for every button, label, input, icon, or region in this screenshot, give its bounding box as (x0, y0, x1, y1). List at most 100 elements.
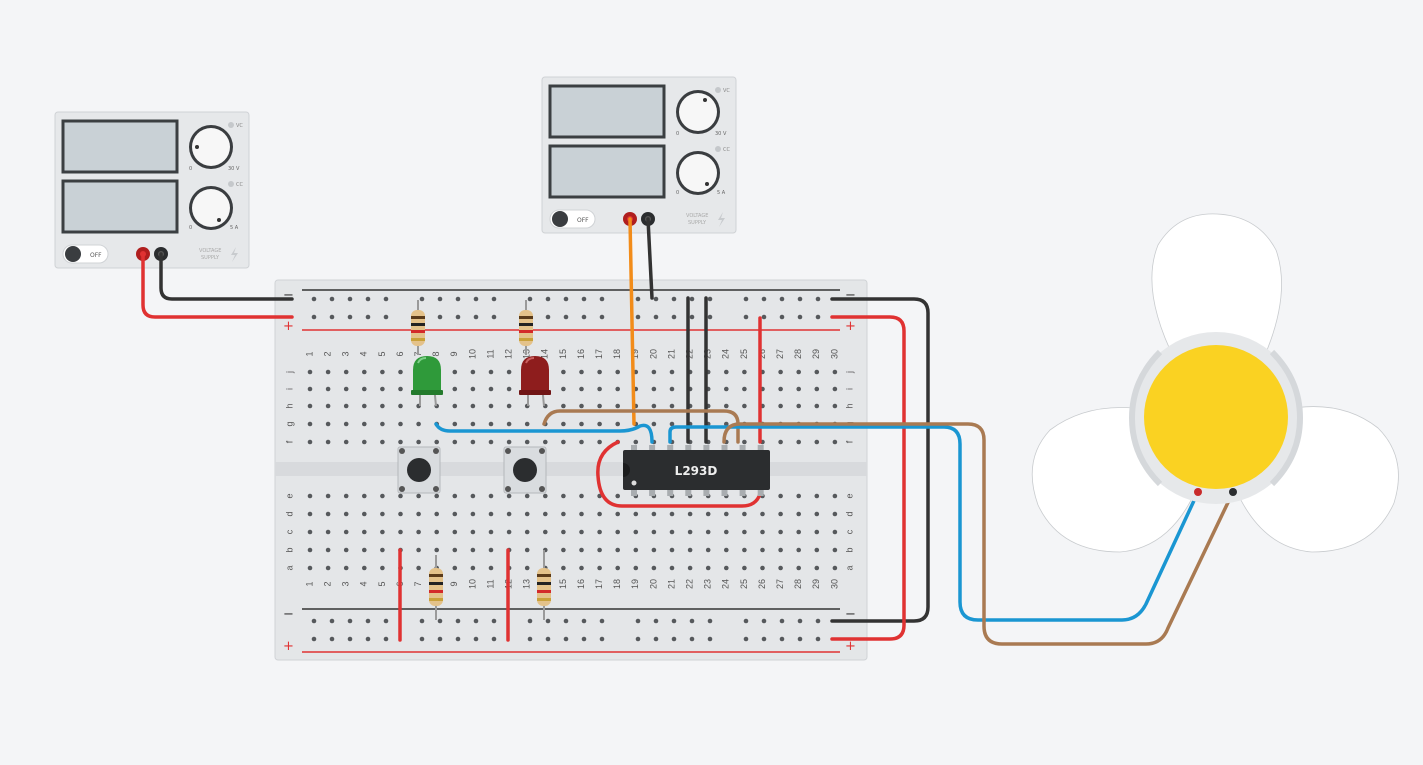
breadboard-hole[interactable] (488, 403, 494, 409)
breadboard-hole[interactable] (325, 547, 331, 553)
breadboard-hole[interactable] (419, 296, 425, 302)
breadboard-hole[interactable] (488, 529, 494, 535)
breadboard-hole[interactable] (814, 386, 820, 392)
breadboard-hole[interactable] (416, 439, 421, 445)
breadboard-hole[interactable] (778, 439, 783, 445)
breadboard-hole[interactable] (796, 439, 801, 445)
breadboard-hole[interactable] (832, 565, 838, 571)
breadboard-hole[interactable] (488, 547, 494, 553)
breadboard-hole[interactable] (761, 296, 767, 302)
wire-left-supply-positive[interactable] (141, 252, 294, 319)
breadboard-hole[interactable] (742, 529, 747, 535)
breadboard-hole[interactable] (398, 493, 403, 499)
breadboard-hole[interactable] (545, 636, 551, 642)
breadboard-hole[interactable] (343, 493, 349, 499)
breadboard-hole[interactable] (581, 618, 587, 624)
power-supply-right[interactable]: VC CC 0 30 V 0 5 A OFF VOLTAGE SUPPLY (541, 76, 737, 234)
breadboard-hole[interactable] (779, 618, 785, 624)
breadboard-hole[interactable] (437, 296, 443, 302)
wire-right-supply-negative[interactable] (646, 217, 654, 300)
breadboard-hole[interactable] (524, 511, 530, 517)
breadboard-hole[interactable] (581, 314, 587, 320)
breadboard-hole[interactable] (724, 565, 729, 571)
breadboard-hole[interactable] (760, 565, 765, 571)
breadboard-hole[interactable] (452, 403, 458, 409)
breadboard-hole[interactable] (452, 439, 458, 445)
breadboard-hole[interactable] (707, 618, 713, 624)
breadboard-hole[interactable] (814, 403, 820, 409)
wires[interactable] (141, 217, 1235, 646)
breadboard-hole[interactable] (687, 565, 693, 571)
breadboard-hole[interactable] (561, 511, 566, 517)
breadboard-hole[interactable] (832, 439, 838, 445)
breadboard-hole[interactable] (707, 636, 713, 642)
breadboard-hole[interactable] (488, 369, 494, 375)
breadboard-hole[interactable] (470, 565, 476, 571)
breadboard-hole[interactable] (653, 314, 659, 320)
breadboard-hole[interactable] (311, 618, 317, 624)
breadboard-hole[interactable] (506, 493, 512, 499)
breadboard-hole[interactable] (455, 636, 461, 642)
power-switch[interactable]: OFF (549, 209, 596, 229)
breadboard-hole[interactable] (689, 296, 695, 302)
breadboard-hole[interactable] (543, 511, 548, 517)
breadboard-hole[interactable] (561, 565, 566, 571)
breadboard-hole[interactable] (760, 511, 765, 517)
breadboard-hole[interactable] (416, 493, 421, 499)
breadboard-hole[interactable] (419, 636, 425, 642)
breadboard-hole[interactable] (307, 369, 313, 375)
breadboard-hole[interactable] (779, 636, 785, 642)
breadboard-hole[interactable] (581, 296, 587, 302)
breadboard-hole[interactable] (597, 421, 602, 427)
breadboard-hole[interactable] (743, 618, 749, 624)
breadboard-hole[interactable] (724, 421, 729, 427)
breadboard-hole[interactable] (380, 511, 385, 517)
breadboard-hole[interactable] (325, 386, 331, 392)
breadboard-hole[interactable] (416, 421, 421, 427)
breadboard-hole[interactable] (742, 547, 747, 553)
breadboard-hole[interactable] (796, 369, 801, 375)
breadboard-hole[interactable] (561, 529, 566, 535)
breadboard-hole[interactable] (343, 511, 349, 517)
breadboard-hole[interactable] (506, 421, 512, 427)
breadboard-hole[interactable] (814, 369, 820, 375)
breadboard-hole[interactable] (455, 618, 461, 624)
breadboard-hole[interactable] (705, 529, 711, 535)
breadboard-hole[interactable] (343, 386, 349, 392)
breadboard-hole[interactable] (491, 618, 497, 624)
breadboard-hole[interactable] (506, 386, 512, 392)
breadboard-hole[interactable] (563, 314, 569, 320)
breadboard-hole[interactable] (527, 296, 533, 302)
breadboard-hole[interactable] (473, 618, 479, 624)
power-supply-left[interactable]: VC CC 0 30 V 0 5 A OFF VOLTAGE SUPPLY (54, 111, 250, 269)
breadboard-hole[interactable] (669, 421, 675, 427)
breadboard-hole[interactable] (707, 314, 713, 320)
breadboard-hole[interactable] (561, 493, 566, 499)
breadboard-hole[interactable] (362, 386, 367, 392)
breadboard-hole[interactable] (527, 636, 533, 642)
breadboard-hole[interactable] (491, 636, 497, 642)
breadboard-hole[interactable] (452, 493, 458, 499)
breadboard-hole[interactable] (778, 547, 783, 553)
wire-button-signal-2[interactable] (542, 409, 740, 444)
breadboard-hole[interactable] (455, 314, 461, 320)
breadboard-hole[interactable] (470, 547, 476, 553)
breadboard-hole[interactable] (343, 439, 349, 445)
breadboard-hole[interactable] (635, 618, 641, 624)
breadboard-hole[interactable] (653, 296, 659, 302)
breadboard-hole[interactable] (365, 314, 371, 320)
breadboard-hole[interactable] (796, 565, 801, 571)
breadboard-hole[interactable] (380, 439, 385, 445)
breadboard-hole[interactable] (669, 547, 675, 553)
breadboard-hole[interactable] (488, 493, 494, 499)
breadboard-hole[interactable] (615, 511, 620, 517)
breadboard-hole[interactable] (307, 386, 313, 392)
breadboard-hole[interactable] (635, 314, 641, 320)
breadboard-hole[interactable] (307, 511, 313, 517)
pushbutton-right[interactable] (503, 446, 547, 494)
breadboard-hole[interactable] (707, 296, 713, 302)
breadboard-hole[interactable] (455, 296, 461, 302)
l293d-chip[interactable]: L293D (623, 445, 770, 496)
breadboard-hole[interactable] (671, 296, 677, 302)
breadboard-hole[interactable] (832, 493, 838, 499)
